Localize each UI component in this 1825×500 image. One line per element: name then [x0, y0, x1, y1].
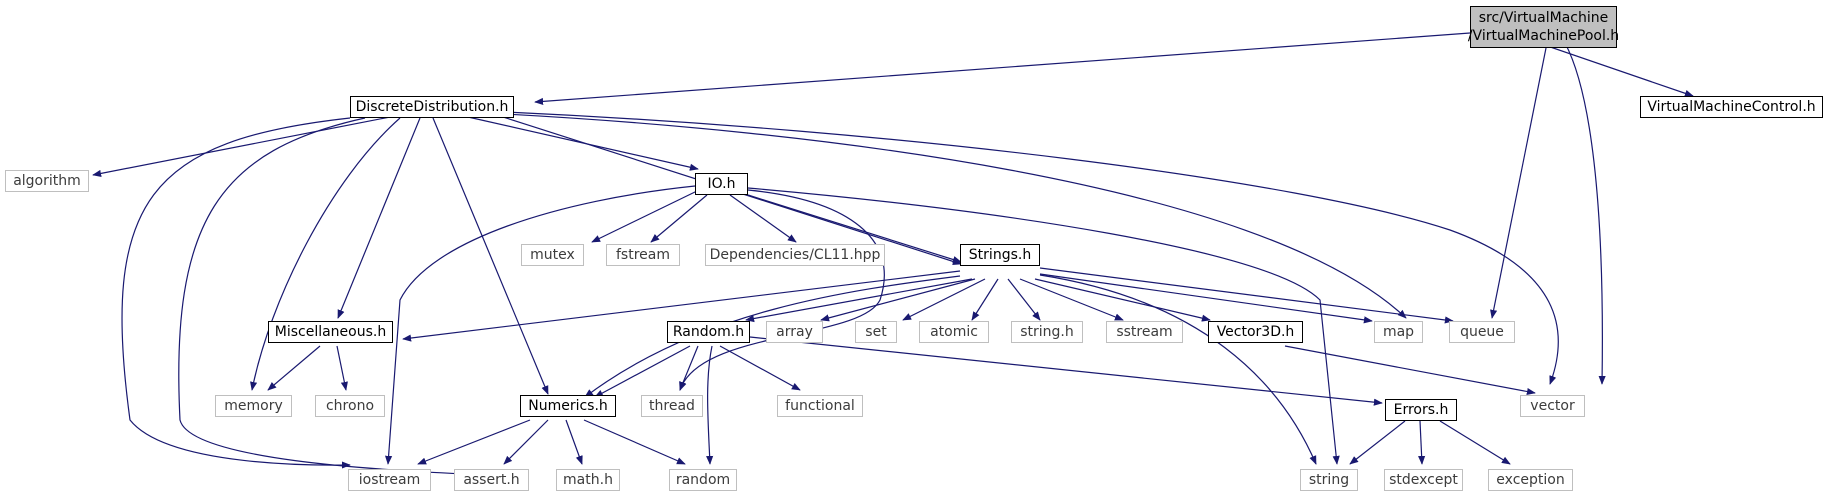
edge-io-thread: [679, 189, 885, 391]
node-mutex[interactable]: mutex: [521, 244, 584, 266]
node-io[interactable]: IO.h: [695, 173, 748, 195]
edge-strings-set: [902, 278, 986, 321]
edge-io-mutex: [591, 190, 698, 243]
node-discrete-distribution[interactable]: DiscreteDistribution.h: [350, 96, 514, 118]
node-miscellaneous[interactable]: Miscellaneous.h: [268, 321, 393, 343]
node-string-h[interactable]: string.h: [1011, 321, 1083, 343]
edge-numerics-assert: [503, 419, 549, 465]
edge-discrete-map: [504, 113, 1407, 319]
edge-random_h-errors: [749, 336, 1383, 406]
edge-errors-exception: [1439, 420, 1511, 465]
node-virtual-machine-pool[interactable]: src/VirtualMachine /VirtualMachinePool.h: [1467, 6, 1620, 48]
edge-io-cl11: [729, 194, 797, 243]
edge-discrete-assert: [178, 117, 465, 478]
edge-random_h-thread: [679, 345, 699, 391]
node-sstream[interactable]: sstream: [1106, 321, 1183, 343]
node-map[interactable]: map: [1374, 321, 1423, 343]
node-thread[interactable]: thread: [641, 395, 703, 417]
edge-discrete-algorithm: [92, 116, 391, 177]
node-strings[interactable]: Strings.h: [960, 244, 1040, 266]
edge-strings-sstream: [1019, 278, 1124, 321]
edge-strings-array: [820, 278, 976, 322]
edge-random_h-random: [706, 345, 714, 465]
node-queue[interactable]: queue: [1449, 321, 1515, 343]
edge-strings-random_h: [745, 278, 973, 323]
edge-root-discrete: [534, 32, 1471, 105]
node-errors[interactable]: Errors.h: [1385, 399, 1457, 421]
node-cl11[interactable]: Dependencies/CL11.hpp: [705, 244, 885, 266]
root-label-line1: src/VirtualMachine: [1478, 10, 1609, 26]
edge-errors-string: [1349, 420, 1406, 465]
root-label-line2: /VirtualMachinePool.h: [1467, 28, 1620, 44]
edge-vector3d-vector: [1284, 345, 1536, 396]
node-string[interactable]: string: [1300, 469, 1358, 491]
edge-io-iostream: [385, 185, 696, 465]
node-vector3d[interactable]: Vector3D.h: [1208, 321, 1303, 343]
edge-root-vector: [1564, 42, 1606, 385]
node-exception[interactable]: exception: [1488, 469, 1573, 491]
edge-discrete-memory: [250, 117, 401, 391]
edge-io-fstream: [650, 194, 708, 243]
edge-strings-misc: [402, 270, 961, 342]
edge-discrete-vector: [504, 111, 1559, 385]
edge-strings-queue: [1039, 267, 1454, 324]
edge-numerics-iostream: [417, 419, 531, 465]
node-assert[interactable]: assert.h: [454, 469, 529, 491]
edge-discrete-numerics: [432, 117, 549, 395]
node-vector[interactable]: vector: [1520, 395, 1585, 417]
edge-misc-memory: [267, 345, 321, 391]
edge-strings-atomic: [971, 278, 999, 321]
node-fstream[interactable]: fstream: [606, 244, 680, 266]
edge-io-string: [747, 187, 1340, 465]
node-stdexcept[interactable]: stdexcept: [1384, 469, 1463, 491]
edge-strings-vector3d: [1034, 278, 1211, 322]
node-iostream[interactable]: iostream: [348, 469, 431, 491]
edge-discrete-iostream: [121, 117, 351, 469]
node-random[interactable]: random: [669, 469, 737, 491]
edge-strings-string_h: [1007, 278, 1041, 321]
node-chrono[interactable]: chrono: [315, 395, 385, 417]
node-random-h[interactable]: Random.h: [667, 321, 750, 343]
node-numerics[interactable]: Numerics.h: [520, 395, 616, 417]
edge-strings-map: [1039, 273, 1373, 324]
node-math[interactable]: math.h: [556, 469, 620, 491]
node-memory[interactable]: memory: [215, 395, 292, 417]
node-virtual-machine-control[interactable]: VirtualMachineControl.h: [1640, 96, 1823, 118]
edge-strings-string: [1039, 274, 1317, 465]
node-set[interactable]: set: [855, 321, 897, 343]
edge-misc-chrono: [336, 345, 348, 391]
edge-random_h-numerics: [594, 345, 691, 398]
edge-io-strings: [747, 194, 962, 264]
node-algorithm[interactable]: algorithm: [5, 170, 89, 192]
edge-numerics-random: [583, 419, 686, 465]
node-array[interactable]: array: [766, 321, 823, 343]
edge-numerics-math: [565, 419, 583, 465]
edge-random_h-functional: [719, 345, 801, 391]
edge-strings-numerics: [584, 275, 961, 398]
node-atomic[interactable]: atomic: [919, 321, 989, 343]
edge-root-queue: [1490, 42, 1548, 319]
edge-discrete-misc: [337, 117, 421, 319]
node-functional[interactable]: functional: [777, 395, 863, 417]
edge-errors-stdexcept: [1418, 420, 1426, 465]
